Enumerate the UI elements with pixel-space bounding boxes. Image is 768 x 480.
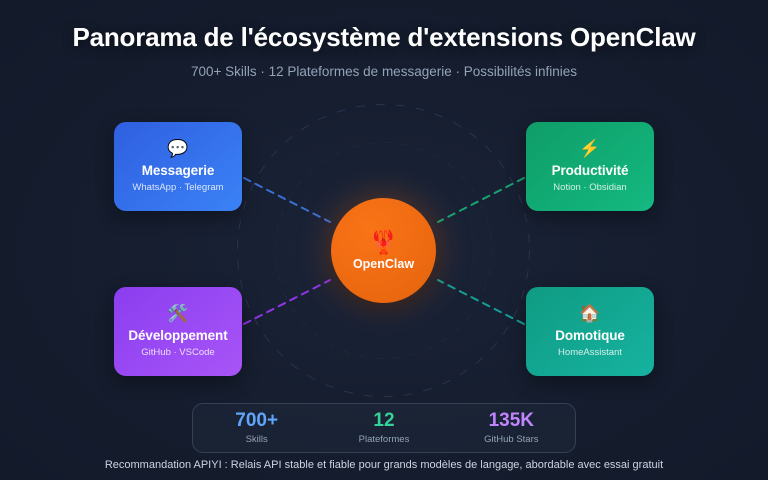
stat-skills: 700+ Skills — [193, 411, 320, 445]
stat-label: Plateformes — [358, 433, 410, 445]
card-subtitle: GitHub · VSCode — [141, 347, 215, 358]
card-title: Messagerie — [141, 163, 215, 178]
page-title: Panorama de l'écosystème d'extensions Op… — [72, 22, 696, 52]
stat-label: Skills — [245, 433, 268, 445]
card-subtitle: Notion · Obsidian — [553, 182, 627, 193]
stat-value: 135K — [488, 410, 535, 432]
category-card-homeauto[interactable]: 🏠 Domotique HomeAssistant — [526, 287, 654, 376]
house-icon: 🏠 — [579, 304, 601, 323]
page-subtitle: 700+ Skills · 12 Plateformes de messager… — [190, 64, 578, 79]
stat-value: 12 — [373, 410, 395, 432]
category-card-productivity[interactable]: ⚡ Productivité Notion · Obsidian — [526, 122, 654, 211]
connector-messaging — [243, 177, 331, 223]
lightning-bolt-icon: ⚡ — [579, 139, 601, 158]
card-title: Domotique — [555, 328, 625, 343]
card-title: Développement — [128, 328, 228, 343]
stat-label: GitHub Stars — [484, 433, 539, 445]
connector-development — [243, 279, 331, 325]
header: Panorama de l'écosystème d'extensions Op… — [0, 0, 768, 79]
category-card-messaging[interactable]: 💬 Messagerie WhatsApp · Telegram — [114, 122, 242, 211]
connector-productivity — [437, 177, 525, 223]
card-title: Productivité — [551, 163, 629, 178]
footer-note: Recommandation APIYI : Relais API stable… — [104, 459, 664, 471]
speech-balloon-icon: 💬 — [167, 139, 189, 158]
hammer-and-wrench-icon: 🛠️ — [167, 304, 189, 323]
card-subtitle: HomeAssistant — [558, 347, 622, 358]
hub-label: OpenClaw — [352, 256, 415, 271]
stats-bar: 700+ Skills 12 Plateformes 135K GitHub S… — [192, 403, 576, 453]
central-hub-openclaw[interactable]: 🦞 OpenClaw — [331, 198, 436, 303]
card-subtitle: WhatsApp · Telegram — [132, 182, 224, 193]
stat-plateformes: 12 Plateformes — [320, 411, 447, 445]
stat-value: 700+ — [235, 410, 279, 432]
stat-github-stars: 135K GitHub Stars — [448, 411, 575, 445]
lobster-icon: 🦞 — [369, 228, 398, 255]
category-card-development[interactable]: 🛠️ Développement GitHub · VSCode — [114, 287, 242, 376]
connector-homeauto — [437, 279, 525, 325]
